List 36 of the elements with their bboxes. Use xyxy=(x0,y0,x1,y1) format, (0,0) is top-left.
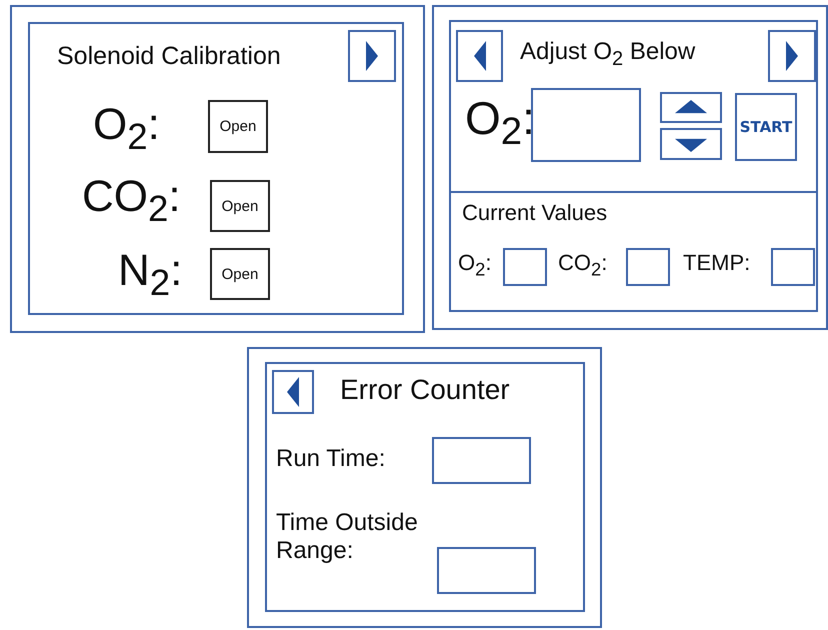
screen-frame xyxy=(10,5,425,333)
field-label: Run Time: xyxy=(276,445,386,473)
screen-panel xyxy=(265,362,585,612)
start-button: START xyxy=(735,93,797,161)
screen-panel xyxy=(449,191,818,312)
field-label: TEMP: xyxy=(683,250,750,276)
value-field xyxy=(771,248,815,286)
value-field xyxy=(437,547,536,594)
screen-frame xyxy=(432,5,828,330)
screen-heading: Adjust O$_{2}$ Below xyxy=(520,38,696,71)
field-label: CO$_{2}$: xyxy=(558,250,608,280)
value-field xyxy=(531,88,641,162)
up-button xyxy=(660,92,722,123)
value-field xyxy=(432,437,531,484)
next-button xyxy=(768,30,816,82)
screen-heading: Error Counter xyxy=(340,374,510,406)
next-button xyxy=(348,30,396,82)
open-button: Open xyxy=(210,248,270,300)
back-button xyxy=(456,30,503,82)
field-label: N$_{2}$: xyxy=(118,246,182,304)
screen-heading: Solenoid Calibration xyxy=(57,42,281,71)
screen-panel xyxy=(28,22,404,315)
screen-frame xyxy=(247,347,602,628)
field-label: Time Outside Range: xyxy=(276,509,419,564)
open-button: Open xyxy=(210,180,270,232)
value-field xyxy=(626,248,670,286)
screen-heading: Current Values xyxy=(462,200,608,226)
down-button xyxy=(660,128,722,160)
back-button xyxy=(272,370,314,414)
field-label: CO$_{2}$: xyxy=(82,172,181,230)
open-button: Open xyxy=(208,100,268,153)
field-label: O$_{2}$: xyxy=(93,100,160,158)
screen-panel xyxy=(449,20,818,193)
field-label: O$_{2}$: xyxy=(458,250,492,280)
field-label: O$_{2}$: xyxy=(465,92,535,154)
value-field xyxy=(503,248,547,286)
